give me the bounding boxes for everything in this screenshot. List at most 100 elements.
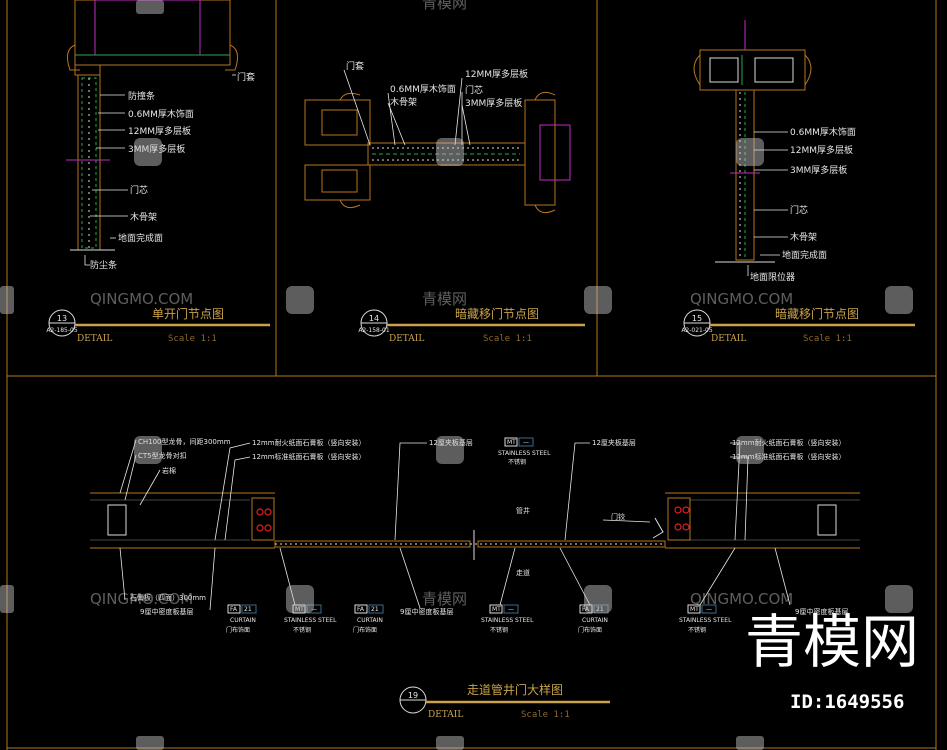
p15-detail: DETAIL [711,334,746,344]
p19-label-shaft: 管井 [516,506,530,515]
p14-label-veneer: 0.6MM厚木饰面 [390,83,456,95]
brand-watermark-large: 青模网 [745,608,919,676]
svg-text:STAINLESS STEEL: STAINLESS STEEL [498,450,551,457]
p19-title-block: 19 走道管井门大样图 DETAIL Scale 1:1 [399,682,610,720]
p19-label-rock-wool: 岩棉 [162,466,176,475]
svg-text:FA: FA [230,606,238,613]
svg-text:MT: MT [507,439,516,446]
svg-text:—: — [523,439,529,446]
svg-text:STAINLESS STEEL: STAINLESS STEEL [481,617,534,624]
p13-scale: Scale 1:1 [168,334,217,344]
p19-label-fire-board-r: 12mm耐火纸面石膏板（竖向安装） [732,438,846,447]
p14-detail: DETAIL [389,334,424,344]
drawing-frame [6,0,937,750]
p19-tag-fa-3: FA 21 CURTAIN 门布饰面 [578,604,609,634]
svg-text:不锈钢: 不锈钢 [688,626,706,634]
watermark-text-7: 青模网 [422,0,467,12]
p19-label-mdf-right: 9厘中密度板基层 [795,607,848,616]
p14-circle-num: 14 [369,314,379,323]
p14-label-wood-frame: 木骨架 [390,96,417,108]
watermark-text-1: QINGMO.COM [90,290,193,308]
p15-title-block: 15 A2-021-05 暗藏移门节点图 DETAIL Scale 1:1 [681,306,915,344]
svg-text:CURTAIN: CURTAIN [582,617,608,624]
p13-label-door-cover: 门套 [237,71,255,83]
svg-text:CURTAIN: CURTAIN [230,617,256,624]
svg-text:21: 21 [371,606,379,613]
p15-circle-sub: A2-021-05 [681,327,713,334]
p14-scale: Scale 1:1 [483,334,532,344]
p19-circle-num: 19 [408,691,418,700]
p13-circle-num: 13 [57,314,67,323]
p19-label-mdf-mid: 9厘中密度板基层 [400,607,453,616]
p13-title: 单开门节点图 [152,306,224,321]
svg-text:STAINLESS STEEL: STAINLESS STEEL [284,617,337,624]
svg-text:—: — [706,606,712,613]
p15-label-stopper: 地面限位器 [750,271,795,283]
svg-text:—: — [508,606,514,613]
p19-label-corridor: 走道 [516,568,530,577]
p13-circle-sub: A2-185-05 [46,327,78,334]
p15-label-veneer: 0.6MM厚木饰面 [790,126,856,138]
watermark-layer: QINGMO.COM 青模网 QINGMO.COM QINGMO.COM 青模网… [0,0,913,750]
svg-text:—: — [311,606,317,613]
svg-text:21: 21 [244,606,252,613]
p19-label-fire-board: 12mm耐火纸面石膏板（竖向安装） [252,438,366,447]
svg-text:不锈钢: 不锈钢 [490,626,508,634]
p15-label-ply3: 3MM厚多层板 [790,164,847,176]
svg-text:21: 21 [596,606,604,613]
p19-label-std-board: 12mm标准纸面石膏板（竖向安装） [252,452,366,461]
p19-tag-mt-3: MT — STAINLESS STEEL 不锈钢 [679,604,732,634]
p15-label-wood-frame: 木骨架 [790,231,817,243]
panel-14-concealed-sliding-door: 门套 0.6MM厚木饰面 木骨架 12MM厚多层板 门芯 3MM厚多层板 14 … [304,60,585,344]
svg-text:不锈钢: 不锈钢 [293,626,311,634]
svg-text:门布饰面: 门布饰面 [226,626,250,634]
p15-label-floor: 地面完成面 [782,249,827,261]
p13-label-ply12: 12MM厚多层板 [128,125,191,137]
p19-tag-mt-2: MT — STAINLESS STEEL 不锈钢 [481,604,534,634]
svg-text:STAINLESS STEEL: STAINLESS STEEL [679,617,732,624]
p15-label-ply12: 12MM厚多层板 [790,144,853,156]
p14-label-door-cover: 门套 [346,60,364,72]
p15-circle-num: 15 [692,314,702,323]
p14-title-block: 14 A2-158-01 暗藏移门节点图 DETAIL Scale 1:1 [358,306,585,344]
p19-label-std-board-r: 12mm标准纸面石膏板（竖向安装） [732,452,846,461]
watermark-logo-icon [0,0,913,750]
svg-text:MT: MT [295,606,304,613]
p14-label-ply3: 3MM厚多层板 [465,97,522,109]
p19-label-hinge: 门铰 [611,512,625,521]
p13-label-floor: 地面完成面 [118,232,163,244]
panel-15-concealed-sliding-door: 0.6MM厚木饰面 12MM厚多层板 3MM厚多层板 门芯 木骨架 地面完成面 … [681,20,915,344]
p13-label-veneer: 0.6MM厚木饰面 [128,108,194,120]
svg-text:CURTAIN: CURTAIN [357,617,383,624]
p13-label-dust-strip: 防尘条 [90,259,117,271]
panel-19-shaft-door-detail: CH100型龙骨，间距300mm CT5型龙骨对扣 岩棉 12mm耐火纸面石膏板… [90,437,860,720]
p14-label-core: 门芯 [465,84,483,96]
p19-tag-mt-top: MT — STAINLESS STEEL 不锈钢 [498,437,551,466]
panel-13-single-door-detail: 门套 防撞条 0.6MM厚木饰面 12MM厚多层板 3MM厚多层板 门芯 木骨架… [46,0,270,344]
svg-text:门布饰面: 门布饰面 [578,626,602,634]
p13-label-bumper: 防撞条 [128,90,155,102]
p15-label-core: 门芯 [790,204,808,216]
p19-label-ply-base-right: 12厘夹板基层 [592,438,636,447]
svg-text:不锈钢: 不锈钢 [508,458,526,466]
p14-circle-sub: A2-158-01 [358,327,390,334]
p13-label-wood-frame: 木骨架 [130,211,157,223]
watermark-text-6: QINGMO.COM [690,590,793,608]
watermark-text-5: 青模网 [422,590,467,608]
p19-detail: DETAIL [428,710,463,720]
p13-title-block: 13 A2-185-05 单开门节点图 DETAIL Scale 1:1 [46,306,270,344]
asset-id-label: ID:1649556 [790,691,904,713]
p19-label-ply-base-left: 12厘夹板基层 [429,438,473,447]
svg-text:门布饰面: 门布饰面 [353,626,377,634]
p19-tag-mt-1: MT — STAINLESS STEEL 不锈钢 [284,604,337,634]
svg-text:FA: FA [357,606,365,613]
watermark-text-4: QINGMO.COM [90,590,193,608]
p19-title: 走道管井门大样图 [467,682,563,697]
svg-text:MT: MT [492,606,501,613]
p13-detail: DETAIL [77,334,112,344]
svg-text:MT: MT [690,606,699,613]
svg-text:FA: FA [582,606,590,613]
p19-label-mdf-left: 9厘中密度板基层 [140,607,193,616]
p14-label-ply12: 12MM厚多层板 [465,68,528,80]
